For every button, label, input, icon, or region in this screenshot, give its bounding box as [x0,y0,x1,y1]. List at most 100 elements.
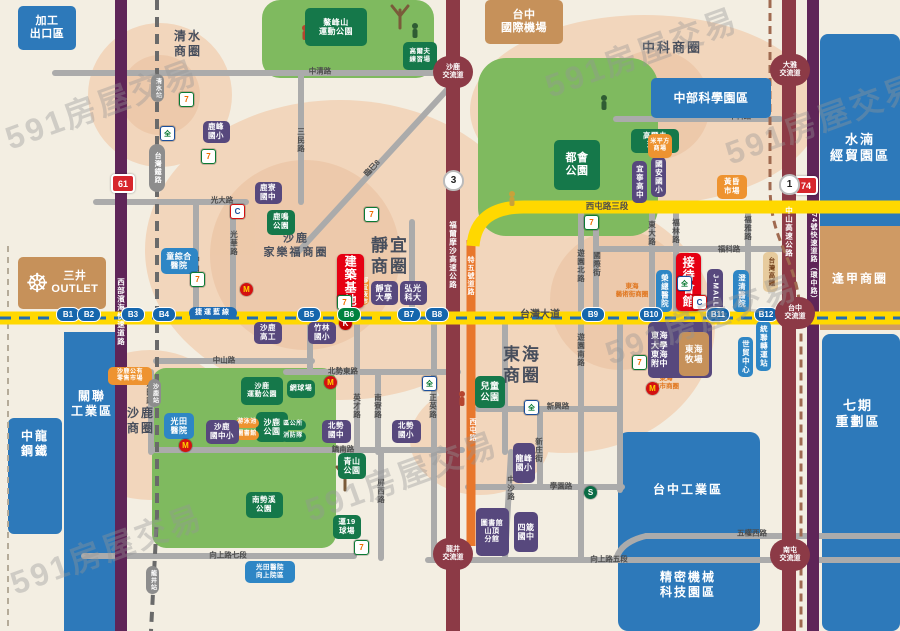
taichung-airport-text-label: 國際機場 [501,22,547,34]
mcdonalds-icon: M [179,439,192,452]
beishi-junior-high-text-label: 國中 [328,430,344,439]
tennis-court-text-label: 網球場 [289,384,313,392]
shalu-station-text-label: 沙鹿站 [151,382,158,404]
m2-mall: 米平方商場 [648,134,672,158]
qingshui-station-text-label: 清水站 [154,77,161,99]
road-label-0: 中清路 [308,66,332,76]
kuangtien-hospital-text: 光田醫院 [171,417,188,436]
area-guanlian-industrial-label: 工業區 [70,404,114,418]
mitsui-outlet-text-label: 三井 [63,270,87,283]
luliao-junior-high: 鹿寮國中 [254,182,282,204]
longjing-interchange: 龍井交流道 [433,538,473,570]
tunghai-ranch-text-label: 牧場 [684,354,703,364]
district-jingyi-label: 商圈 [371,257,409,276]
beishi-elementary-text: 北勢國小 [398,421,414,440]
nanshixi-park-text-label: 南勢溪 [252,495,276,505]
longfeng-elementary: 龍峰國小 [513,443,535,483]
kuangtien-xiangshang-hospital-text-label: 光田醫院 [256,564,284,572]
road-label-22: 國際街 [592,251,602,277]
yun19-courts-text-label: 運19 [338,517,356,527]
providence-university-text: 靜宜大學 [376,284,393,303]
yining-high-school-text: 宜寧高中 [635,165,644,199]
export-processing-zone-text: 加工出口區 [30,15,65,41]
taiwan-railway-label-text-label: 台灣鐵路 [154,152,162,184]
guoan-elementary-text: 國安國小 [654,160,663,194]
shalu-sports-park: 沙鹿運動公園 [241,377,283,405]
small-poi-14: 東海藝術街商圈 [616,283,649,299]
mitsui-outlet-text-label: OUTLET [51,283,99,295]
hungkuang-university-text-label: 科大 [404,293,422,302]
area-shuinan-label: 水湳 [844,131,876,147]
veterans-hospital-text-label: 榮總醫院 [660,274,670,308]
metro-blue-line-label-text: 捷運藍線 [195,309,231,317]
district-zhongke: 中科商圈 [642,40,702,56]
golf-practice-range-text-label: 練習場 [409,56,431,63]
metro-station-b1: B1 [56,307,80,322]
shalu-public-market: 沙鹿公有零售市場 [108,367,152,385]
shalu-interchange-label: 沙鹿 [446,63,460,71]
zhulin-elementary-text-label: 國小 [314,332,330,341]
hungkuang-university-text: 弘光科大 [405,284,422,303]
starbucks-icon: S [584,486,597,499]
taiwan-railway-label: 台灣鐵路 [149,144,165,192]
district-qingshui-label: 清水 [173,29,203,43]
thsr-label-text: 台灣高鐵 [766,257,774,287]
shalu-park-text: 沙鹿公園 [264,418,281,437]
seven-eleven-icon: 7 [632,355,647,370]
area-taichung-industrial-label: 台中工業區 [652,482,724,497]
children-park-text: 兒童公園 [480,381,499,402]
construction-site-text: 建築基地 [343,255,357,307]
beishi-elementary-text-label: 北勢 [398,421,414,431]
luming-park: 鹿鳴公園 [267,209,295,235]
central-science-park-text-label: 中部科學園區 [673,90,749,105]
area-guanlian-industrial: 關聯工業區 [71,389,113,419]
zhulin-elementary-text-label: 竹林 [314,323,330,333]
area-precision-park: 精密機械科技園區 [660,570,716,600]
library-text: 圖書館 [237,431,257,438]
swimming-pool: 游泳池 [235,418,259,428]
library-hilltop-branch-text-label: 山頂 [484,527,500,535]
small-poi-15: 東海夜市商圈 [653,375,679,391]
seven-eleven-icon: 7 [364,207,379,222]
road-label-2: 光大路 [210,195,234,205]
district-shalu-carrefour: 沙鹿家樂福商圈 [264,232,329,260]
area-guanlian-industrial-label: 關聯 [77,389,107,403]
sizhen-junior-high-text: 四箴國中 [518,523,535,542]
longjing-station-text: 龍井站 [148,569,156,591]
ubus-terminal-text-label: 統聯轉運站 [759,324,769,368]
longjing-station-text-label: 龍井站 [149,569,156,591]
kuangtien-hospital: 光田醫院 [164,413,194,439]
shalu-elementary-text: 沙鹿國中小 [210,422,234,441]
golf-practice-range: 高爾夫練習場 [403,42,437,70]
kuangtien-hospital-text-label: 光田 [170,416,188,426]
qingshui-station-text: 清水站 [153,77,161,99]
golf-practice-range-text: 高爾夫練習場 [410,48,431,63]
zhulin-elementary: 竹林國小 [308,322,336,344]
shalu-interchange: 沙鹿交流道 [433,56,473,88]
taichung-airport-text-label: 台中 [512,9,536,22]
shalu-elementary-text-label: 沙鹿 [214,422,230,432]
seven-eleven-icon: 7 [190,272,205,287]
metropolitan-park-text-label: 都會 [565,152,589,165]
luming-park-text: 鹿鳴公園 [273,212,289,231]
kuangtien-xiangshang-hospital-text: 光田醫院向上院區 [256,564,284,579]
district-jingyi: 靜宜商圈 [371,235,409,278]
area-zhonglong-steel-label: 中龍 [20,429,50,443]
shalu-vocational-school-text-label: 高工 [260,332,276,341]
qingshan-park-text-label: 公園 [343,466,361,475]
longfeng-elementary-text-label: 龍峰 [515,453,533,463]
huanghun-market: 黃昏市場 [717,175,747,199]
nanshixi-park-text: 南勢溪公園 [252,495,276,514]
guoan-elementary: 國安國小 [650,157,666,197]
area-qiqi: 七期重劃區 [835,398,880,431]
shalu-vocational-school-text-label: 沙鹿 [260,323,276,333]
tungs-hospital: 童綜合醫院 [160,248,198,274]
tennis-court: 網球場 [287,380,315,398]
sizhen-junior-high-text-label: 國中 [517,532,535,541]
huanghun-market-text-label: 黃昏 [724,177,740,187]
world-trade-center-text-label: 世貿中心 [741,340,751,374]
road-label-1: 三民路 [296,127,306,153]
taichung-interchange: 台中交流道 [775,297,815,329]
